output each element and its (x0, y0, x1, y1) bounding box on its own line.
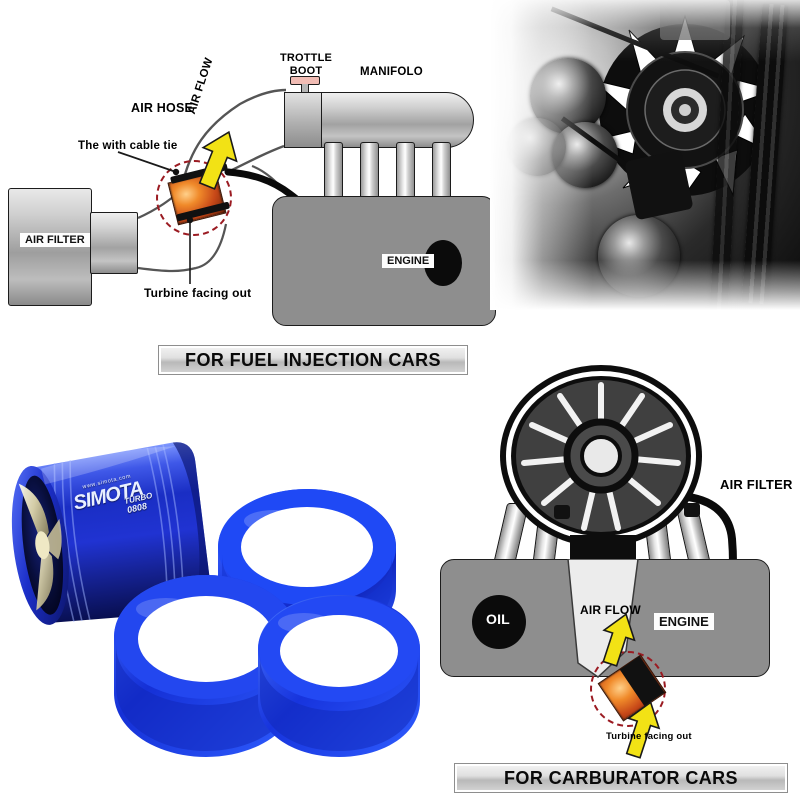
carburator-banner: FOR CARBURATOR CARS (454, 763, 788, 793)
air-filter-disc-icon (498, 363, 704, 549)
cable-tie-label: The with cable tie (78, 140, 178, 152)
silicone-ring-front-right (254, 591, 424, 763)
engine-photo (490, 0, 800, 310)
oil-cap-icon (472, 595, 526, 649)
manifold-label: MANIFOLO (360, 66, 423, 78)
throttle-boot-stem (301, 84, 309, 92)
carb-engine-label: ENGINE (654, 613, 714, 630)
throttle-boot-label-line2: BOOT (289, 65, 323, 77)
air-filter-neck (90, 212, 138, 274)
carb-air-filter-label: AIR FILTER (720, 477, 793, 492)
air-flow-label: AIR FLOW (186, 56, 216, 116)
highlight-circle-icon (156, 160, 232, 236)
pulley-lower (598, 215, 680, 297)
turbo-fan-housing (0, 431, 223, 645)
carburator-banner-text: FOR CARBURATOR CARS (504, 767, 738, 788)
silicone-ring-front-left (108, 571, 304, 763)
air-flow-arrow-icon (196, 128, 240, 190)
carb-air-flow-label: AIR FLOW (580, 603, 641, 617)
air-hose-label: AIR HOSE (131, 101, 194, 115)
engine-label: ENGINE (382, 254, 435, 268)
engine-cover-edge (660, 0, 730, 40)
turbine-facing-out-label: Turbine facing out (144, 286, 252, 300)
carb-turbine-facing-out-label: Turbine facing out (606, 731, 692, 742)
fuel-injection-diagram: AIR FILTER (0, 0, 500, 400)
product-photo: www.simota.com SIMOTA TURBO 0808 (0, 425, 430, 800)
fuel-injection-banner: FOR FUEL INJECTION CARS (158, 345, 468, 375)
pulley-far-left (508, 118, 566, 176)
carb-highlight-circle-icon (590, 651, 666, 727)
carb-air-flow-arrow-upper-icon (598, 611, 638, 667)
fuel-injection-banner-text: FOR FUEL INJECTION CARS (185, 349, 441, 370)
air-filter-body (8, 188, 92, 306)
engine-bracket (624, 149, 694, 221)
manifold-throttle-body (284, 92, 322, 148)
oil-label: OIL (486, 611, 510, 627)
carburetor-neck (570, 535, 636, 561)
carb-air-flow-arrow-lower-icon (622, 699, 662, 759)
carburator-diagram: OIL AIR FLOW ENGINE AIR FILTER (430, 355, 800, 800)
air-filter-label: AIR FILTER (20, 233, 90, 247)
throttle-boot-label-line1: TROTTLE (279, 52, 333, 64)
